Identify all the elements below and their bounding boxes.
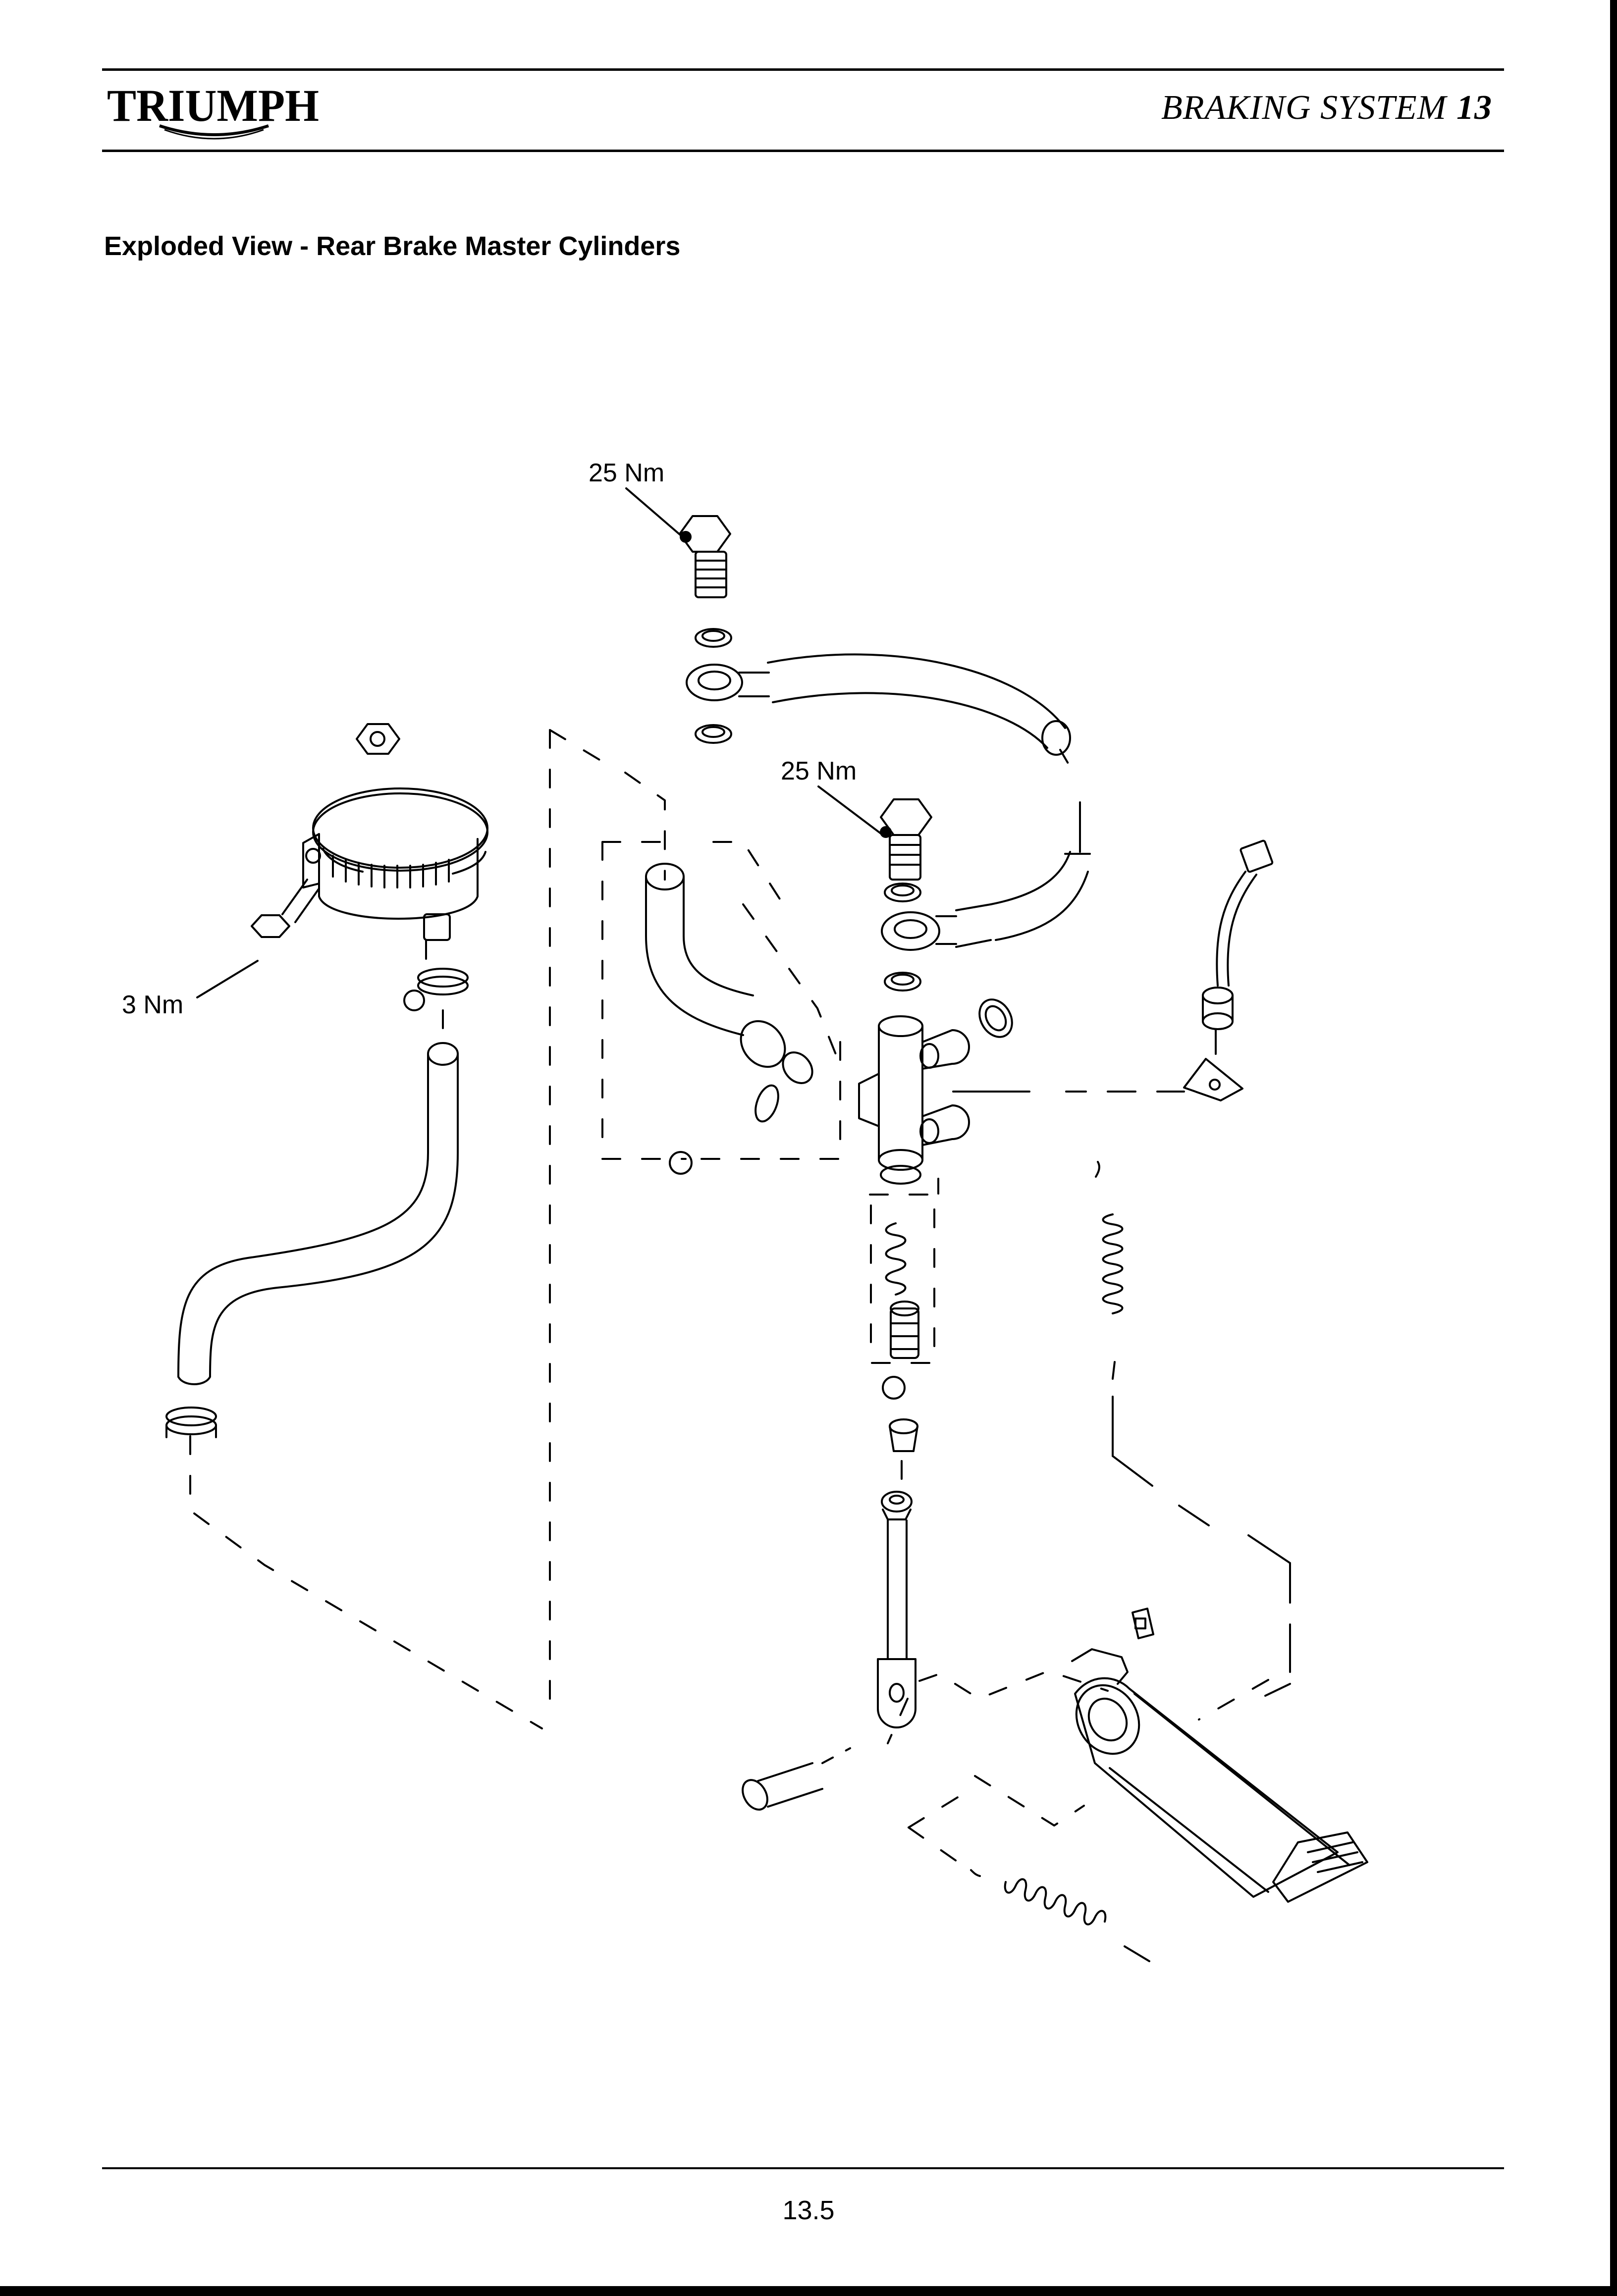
leader-reservoir-bolt xyxy=(196,960,259,998)
reservoir-bolt xyxy=(251,879,320,938)
reservoir-hose-clip-upper xyxy=(403,968,469,1011)
brake-light-switch xyxy=(1202,839,1274,1055)
reservoir-hose xyxy=(177,1042,459,1385)
upper-sealing-washers xyxy=(695,628,732,744)
pedal-return-spring xyxy=(970,1869,1150,1962)
footer-rule xyxy=(102,2167,1504,2169)
inlet-o-ring xyxy=(978,998,1013,1038)
leader-upper-banjo xyxy=(625,487,685,539)
leader-lower-banjo xyxy=(817,785,884,836)
boot xyxy=(881,1491,913,1520)
lower-sealing-washers xyxy=(884,883,921,991)
assembly-leader-lines xyxy=(189,729,1269,1863)
page-edge-bottom xyxy=(0,2286,1617,2296)
chapter-number: 13 xyxy=(1456,89,1492,127)
piston-assembly xyxy=(890,1301,919,1359)
pedal-pivot-bolt-clip xyxy=(1132,1608,1154,1639)
reservoir-hose-clip-lower xyxy=(165,1407,217,1438)
master-cylinder-body xyxy=(858,1015,970,1185)
triumph-logo-lettering: TRIUMPH xyxy=(107,80,319,131)
fluid-reservoir xyxy=(302,787,488,941)
torque-label-reservoir-bolt: 3 Nm xyxy=(122,991,183,1019)
section-title: Exploded View - Rear Brake Master Cylind… xyxy=(104,231,681,261)
return-spring-upper xyxy=(885,1222,907,1296)
clevis-pin xyxy=(742,1762,823,1811)
header-rule-top xyxy=(102,68,1504,71)
torque-label-lower-banjo: 25 Nm xyxy=(781,757,857,785)
leader-spring xyxy=(1112,1396,1291,1697)
circlip-and-seal xyxy=(882,1376,918,1452)
push-rod xyxy=(877,1519,916,1728)
brake-return-spring xyxy=(1095,1161,1124,1380)
page-number: 13.5 xyxy=(782,2195,835,2225)
brake-pedal xyxy=(1071,1648,1368,1903)
triumph-logo: TRIUMPH xyxy=(107,80,319,140)
inlet-elbow-hose xyxy=(645,863,813,1175)
switch-bracket xyxy=(1183,1058,1243,1101)
lower-hose-banjo xyxy=(881,851,1091,951)
lower-banjo-bolt xyxy=(880,798,932,881)
header-rule-bottom xyxy=(102,150,1504,152)
chapter-title: BRAKING SYSTEM xyxy=(1161,89,1447,127)
upper-hose-banjo xyxy=(686,653,1071,756)
reservoir-nut xyxy=(356,723,400,755)
page-edge-right xyxy=(1610,0,1617,2296)
upper-banjo-bolt xyxy=(679,515,731,598)
torque-label-upper-banjo: 25 Nm xyxy=(589,459,664,487)
